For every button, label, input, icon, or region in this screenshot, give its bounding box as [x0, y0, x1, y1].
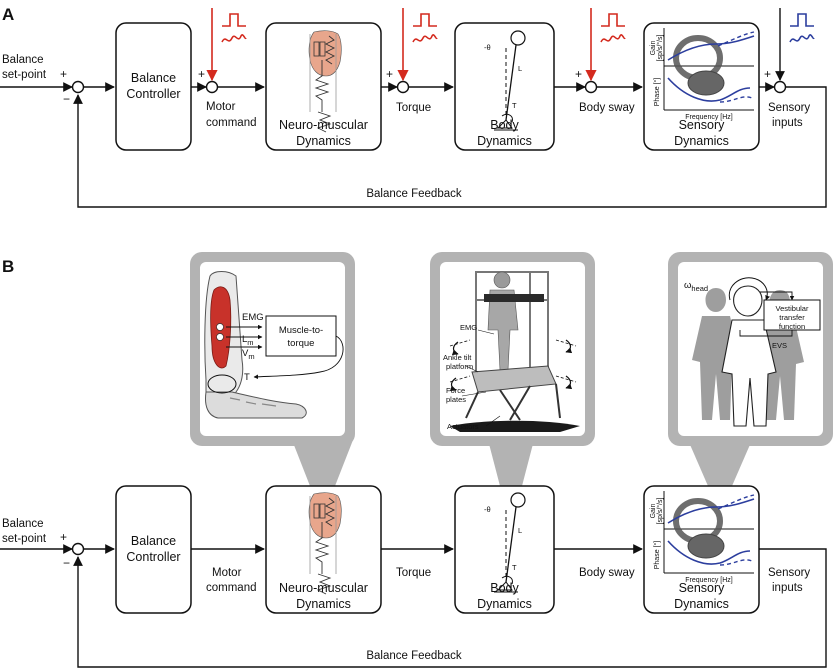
a-nm-label-2: Dynamics: [296, 134, 351, 148]
b-length-label: L: [518, 526, 522, 535]
a-sum4-plus: +: [575, 67, 582, 81]
a-bode-gain-label-1: Gain: [650, 41, 657, 56]
b-sensory-label-2: Dynamics: [674, 597, 729, 611]
a-feedback-loop: [73, 86, 827, 208]
a-sensory-inputs-label-2: inputs: [772, 117, 803, 129]
b-sensory-inputs-label-1: Sensory: [768, 567, 810, 579]
inset-vestibular-evs-label: EVS: [772, 341, 787, 350]
b-torque-label: Torque: [396, 567, 431, 579]
inset-platform-emg-label: EMG: [460, 323, 477, 332]
inset-platform-force-label-2: plates: [446, 395, 466, 404]
a-controller-label-2: Controller: [126, 87, 180, 101]
b-feedback-loop: [73, 548, 827, 668]
a-motor-label-1: Motor: [206, 101, 236, 113]
b-motor-label-1: Motor: [212, 567, 242, 579]
a-controller-label-1: Balance: [131, 71, 176, 85]
inset-vestibular-box-label-3: function: [779, 322, 805, 331]
a-sensory-label-2: Dynamics: [674, 134, 729, 148]
inset-muscle-vm-label: Vm: [242, 348, 255, 361]
a-body-label-2: Dynamics: [477, 134, 532, 148]
b-controller-label-1: Balance: [131, 534, 176, 548]
b-motor-label-2: command: [206, 582, 257, 594]
inset-platform-actuators-label: Actuators: [447, 422, 479, 431]
a-bode-freq-label: Frequency [Hz]: [685, 114, 733, 121]
b-feedback-label: Balance Feedback: [366, 650, 462, 662]
a-sum1-plus: +: [60, 67, 67, 81]
a-body-label-1: Body: [490, 118, 519, 132]
b-bode-phase-label: Phase [°]: [653, 541, 661, 570]
panel-b-label: B: [2, 257, 14, 276]
a-bode-phase-label: Phase [°]: [653, 78, 661, 107]
a-length-label: L: [518, 64, 522, 73]
b-body-label-2: Dynamics: [477, 597, 532, 611]
a-torque-disturbance-signal: [412, 13, 438, 43]
a-summing-junction-2: [205, 80, 219, 94]
b-nm-label-2: Dynamics: [296, 597, 351, 611]
b-body-sway-label: Body sway: [579, 567, 635, 579]
b-sensory-inputs-label-2: inputs: [772, 582, 803, 594]
b-nm-label-1: Neuro-muscular: [279, 581, 368, 595]
inset-muscle-t-label: T: [244, 372, 250, 383]
inset-connector-platform: [488, 440, 534, 486]
b-sensory-label-1: Sensory: [679, 581, 726, 595]
a-sum1-minus: −: [63, 92, 70, 106]
b-summing-junction: [71, 542, 85, 556]
b-bode-freq-label: Frequency [Hz]: [685, 577, 733, 584]
a-body-sway-label: Body sway: [579, 102, 635, 114]
a-sum3-plus: +: [386, 67, 393, 81]
a-sensory-noise-signal: [789, 13, 815, 43]
b-setpoint-label-1: Balance: [2, 518, 44, 530]
inset-muscle: [190, 252, 355, 446]
a-sensory-inputs-label-1: Sensory: [768, 102, 810, 114]
a-summing-junction-5: [773, 80, 787, 94]
a-motor-label-2: command: [206, 117, 257, 129]
a-setpoint-label-1: Balance: [2, 54, 44, 66]
a-motor-disturbance-signal: [221, 13, 247, 43]
a-summing-junction-4: [584, 80, 598, 94]
a-sway-disturbance-signal: [600, 13, 626, 43]
inset-vestibular-box-label-2: transfer: [779, 313, 805, 322]
b-body-label-1: Body: [490, 581, 519, 595]
inset-platform-ankle-label-1: Ankle tilt: [443, 353, 472, 362]
inset-muscle-lm-label: Lm: [242, 334, 254, 347]
inset-platform-force-label-1: Force: [446, 386, 465, 395]
inset-platform-ankle-label-2: platform: [446, 362, 473, 371]
inset-platform: [430, 252, 595, 446]
a-summing-junction-1: [71, 80, 85, 94]
b-sum-minus: −: [63, 556, 70, 570]
a-torque-label: Torque: [396, 102, 431, 114]
a-sensory-label-1: Sensory: [679, 118, 726, 132]
inset-muscle-emg-label: EMG: [242, 312, 264, 323]
a-torque-symbol: T: [512, 101, 517, 110]
inset-vestibular: [668, 252, 833, 446]
b-setpoint-label-2: set-point: [2, 533, 47, 545]
b-theta-label: -θ: [484, 505, 491, 514]
a-sum5-plus: +: [764, 67, 771, 81]
a-nm-label-1: Neuro-muscular: [279, 118, 368, 132]
a-setpoint-label-2: set-point: [2, 69, 47, 81]
b-bode-gain-label-2: [sp/s/°/s]: [656, 497, 664, 524]
inset-muscle-box-label-2: torque: [288, 338, 315, 349]
inset-muscle-box-label-1: Muscle-to-: [279, 325, 323, 336]
b-bode-gain-label-1: Gain: [650, 504, 657, 519]
b-sum-plus: +: [60, 530, 67, 544]
inset-connector-muscle: [292, 440, 353, 486]
inset-vestibular-omega-label: ωhead: [684, 280, 708, 293]
a-theta-label: -θ: [484, 43, 491, 52]
b-torque-symbol: T: [512, 563, 517, 572]
b-controller-label-2: Controller: [126, 550, 180, 564]
panel-a-label: A: [2, 5, 14, 24]
a-feedback-label: Balance Feedback: [366, 188, 462, 200]
a-summing-junction-3: [396, 80, 410, 94]
inset-connector-vestibular: [688, 440, 752, 486]
inset-vestibular-box-label-1: Vestibular: [776, 304, 809, 313]
a-sum2-plus: +: [198, 67, 205, 81]
a-bode-gain-label-2: [sp/s/°/s]: [656, 34, 664, 61]
